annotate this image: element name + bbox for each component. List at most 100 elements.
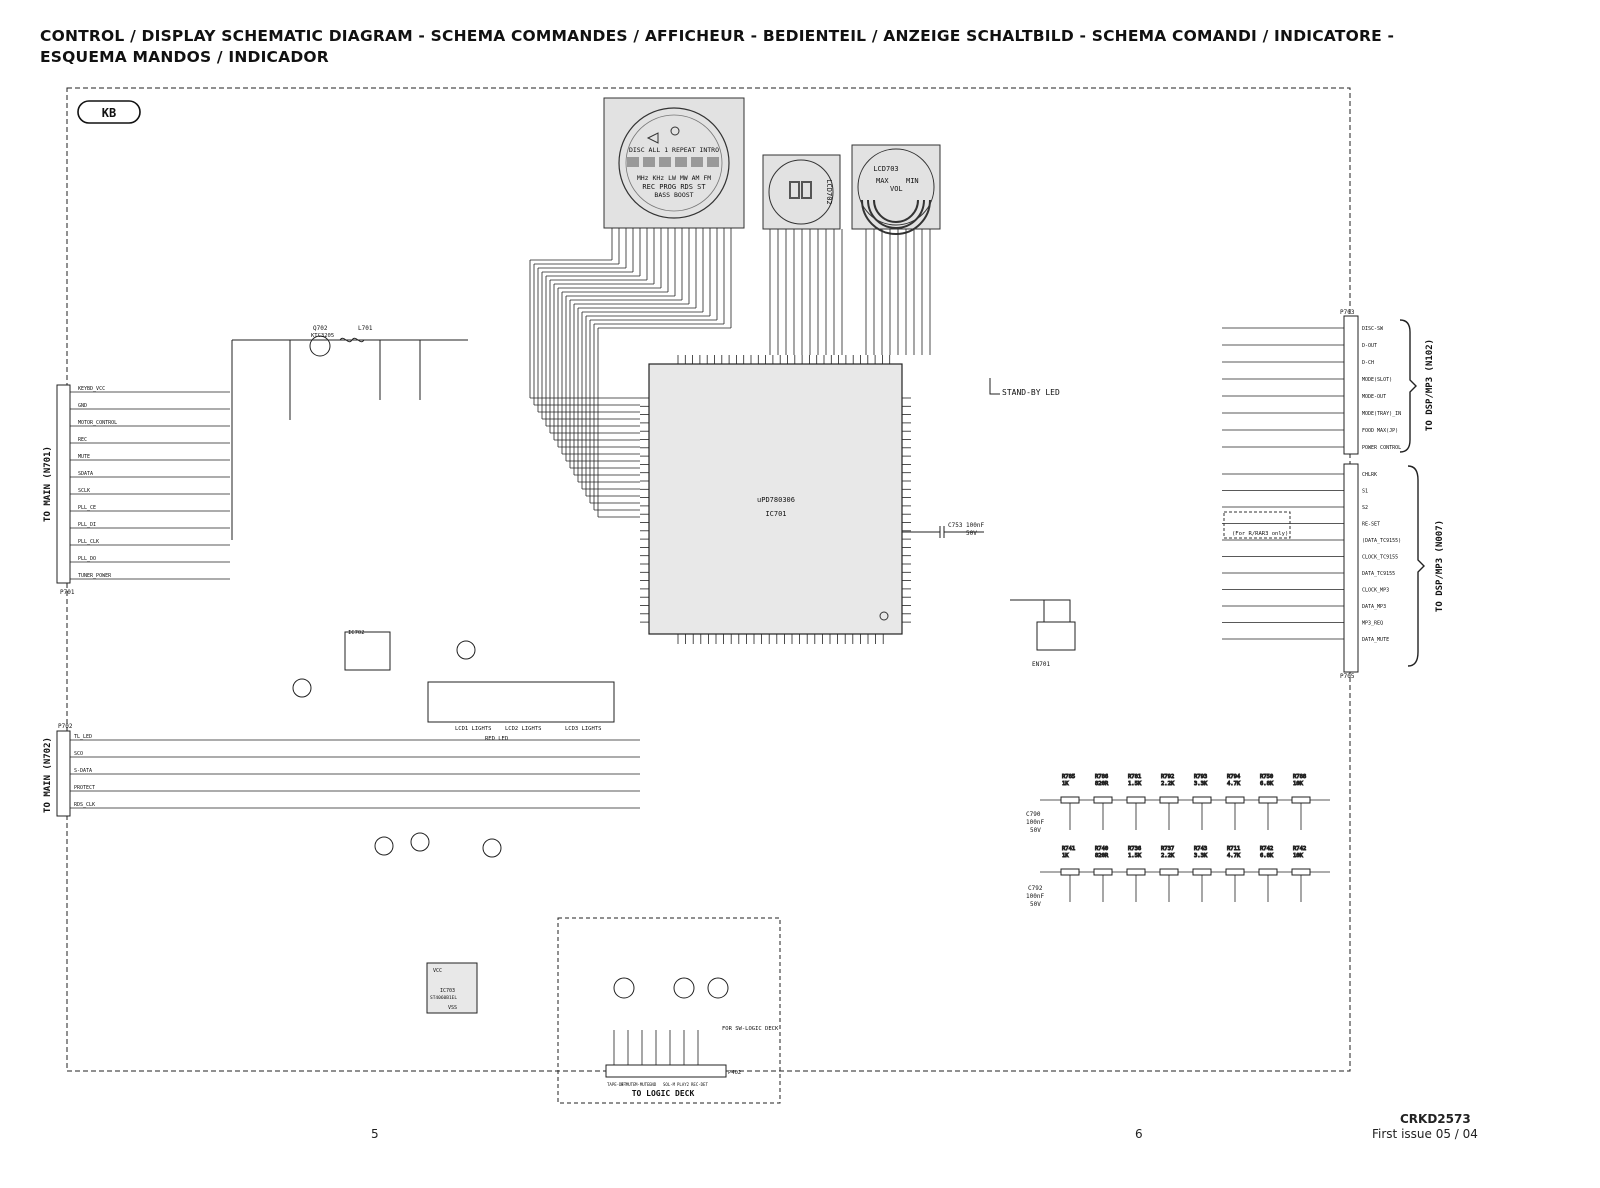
lcd1-row2: MHz KHz LW MW AM FM — [637, 174, 711, 182]
ic703-ref: IC703 — [440, 988, 455, 994]
board-label-box — [77, 100, 141, 124]
right-signal-label: DISC-SW — [1362, 326, 1384, 332]
lcd1-row4: BASS BOOST — [654, 191, 693, 199]
left-signal-label: MUTE — [78, 454, 90, 460]
lcd703-vol: VOL — [890, 185, 903, 193]
left-signal-label: SCLK — [78, 488, 90, 494]
c792-voltage: 50V — [1030, 901, 1041, 908]
right-signal-label: CLOCK_MP3 — [1362, 588, 1389, 594]
right-signal-label: CLOCK_TC9155 — [1362, 555, 1398, 561]
resistor-ref: R711 — [1227, 846, 1240, 852]
resistor-value: 1.5K — [1128, 781, 1142, 787]
to-main-n701-label: TO MAIN (N701) — [43, 446, 53, 522]
issue-text: First issue 05 / 04 — [1372, 1127, 1478, 1141]
left-signal-label: TUNER_POWER — [78, 573, 112, 579]
deck-pin-label: SOL-M — [663, 1082, 676, 1087]
power-regulator-area — [231, 335, 468, 540]
resistor-ref: R740 — [1095, 846, 1108, 852]
resistor-ref: R786 — [1095, 774, 1108, 780]
lcd703-max: MAX — [876, 177, 889, 185]
connector-p705: P705 TO DSP/MP3 (N007) — [1340, 463, 1445, 680]
resistor-value: 2.2K — [1161, 853, 1175, 859]
right-signal-label: DATA_MUTE — [1362, 637, 1389, 643]
left-signal-label: PLL_DO — [78, 556, 96, 562]
resistor-value: 10K — [1293, 781, 1304, 787]
lcd-display-702: LCD702 — [762, 154, 841, 230]
ic701: uPD780306 IC701 — [648, 363, 903, 635]
standby-led-label: STAND-BY LED — [1002, 388, 1060, 397]
deck-pin-label: TAPE-DET — [607, 1082, 627, 1087]
resistor-value: 1K — [1062, 853, 1069, 859]
deck-pin-label: PLAY2 — [677, 1082, 690, 1087]
en701-label: EN701 — [1032, 661, 1050, 668]
c790-value: 100nF — [1026, 819, 1044, 826]
resistor-value: 820R — [1095, 853, 1109, 859]
right-signal-label: MODE(SLOT) — [1362, 377, 1392, 383]
right-signal-label: D-OUT — [1362, 343, 1377, 349]
deck-pin-label: REC-DET — [691, 1082, 708, 1087]
left-signal-label: REC — [78, 437, 87, 443]
page-number-right: 6 — [1135, 1127, 1143, 1141]
left-signal-label: GND — [78, 403, 87, 409]
resistor-ref: R742 — [1293, 846, 1306, 852]
page-number-left: 5 — [371, 1127, 379, 1141]
resistor-value: 10K — [1293, 853, 1304, 859]
resistor-value: 4.7K — [1227, 781, 1241, 787]
resistor-ref: R736 — [1128, 846, 1141, 852]
deck-pin-label: GND — [649, 1082, 657, 1087]
left-signal-label: PLL_DI — [78, 522, 96, 528]
right-signal-label: (DATA_TC9155) — [1362, 538, 1401, 544]
resistor-value: 4.7K — [1227, 853, 1241, 859]
p705-label: P705 — [1340, 673, 1355, 680]
left-signal2-label: RDS_CLK — [74, 802, 95, 808]
ic703: VCC IC703 ST4060B1EL VSS — [426, 962, 478, 1014]
page-title: CONTROL / DISPLAY SCHEMATIC DIAGRAM - SC… — [40, 27, 1395, 66]
board-label: KB — [102, 106, 116, 120]
encoder-en701: EN701 — [1010, 599, 1076, 668]
resistor-value: 3.3K — [1194, 853, 1208, 859]
right-signal-label: FOOD MAX(JP) — [1362, 428, 1398, 434]
deck-pin-label: M-MUTE — [635, 1082, 650, 1087]
ic701-part: uPD780306 — [757, 496, 795, 504]
document-number: CRKD2573 — [1400, 1112, 1471, 1126]
lcd702-label: LCD702 — [825, 179, 833, 204]
resistor-value: 1.5K — [1128, 853, 1142, 859]
lcd703-label: LCD703 — [873, 165, 898, 173]
lcd-display-main: DISC ALL 1 REPEAT INTRO MHz KHz LW MW AM… — [603, 97, 745, 229]
c753-value: 100nF — [966, 522, 984, 529]
red-led-label: RED LED — [485, 736, 508, 742]
right-signal-label: POWER CONTROL — [1362, 445, 1401, 451]
p703-label: P703 — [1340, 309, 1355, 316]
resistor-ref: R781 — [1128, 774, 1141, 780]
c792-value: 100nF — [1026, 893, 1044, 900]
right-signal-label: MODE-OUT — [1362, 394, 1386, 400]
left-signal-label: PLL_CE — [78, 505, 96, 511]
right-signal-label: S2 — [1362, 505, 1368, 511]
c792-label: C792 — [1028, 885, 1043, 892]
left-signal-label: PLL_CLK — [78, 539, 99, 545]
to-logic-deck-label: TO LOGIC DECK — [632, 1089, 695, 1098]
ktc3205-label: KTC3205 — [311, 333, 334, 339]
left-signal-label: SDATA — [78, 471, 93, 477]
resistor-value: 6.8K — [1260, 853, 1274, 859]
resistor-value: 3.3K — [1194, 781, 1208, 787]
ic703-vss: VSS — [448, 1005, 457, 1011]
resistor-ref: R742 — [1260, 846, 1273, 852]
to-main-n702-label: TO MAIN (N702) — [43, 737, 53, 813]
ic703-part: ST4060B1EL — [430, 995, 457, 1001]
resistor-ref: R788 — [1293, 774, 1306, 780]
resistor-ref: R750 — [1260, 774, 1273, 780]
left-signal2-label: PROTECT — [74, 785, 95, 791]
lcd3-lights-label: LCD3 LIGHTS — [565, 726, 601, 732]
connector-p701: TO MAIN (N701) P701 — [43, 384, 75, 596]
left-signal2-label: TL_LED — [74, 734, 92, 740]
right-signal-label: MODE(TRAY)_IN — [1362, 411, 1401, 417]
resistor-value: 2.2K — [1161, 781, 1175, 787]
to-dsp-n007-label: TO DSP/MP3 (N007) — [1435, 520, 1445, 612]
lcd2-lights-label: LCD2 LIGHTS — [505, 726, 541, 732]
right-signal-label: S1 — [1362, 489, 1368, 495]
lcd-display-703: LCD703 MAX MIN VOL — [851, 144, 941, 235]
to-dsp-n102-label: TO DSP/MP3 (N102) — [1425, 339, 1435, 431]
right-signal-label: RE-SET — [1362, 522, 1380, 528]
left-signal2-label: S-DATA — [74, 768, 92, 774]
